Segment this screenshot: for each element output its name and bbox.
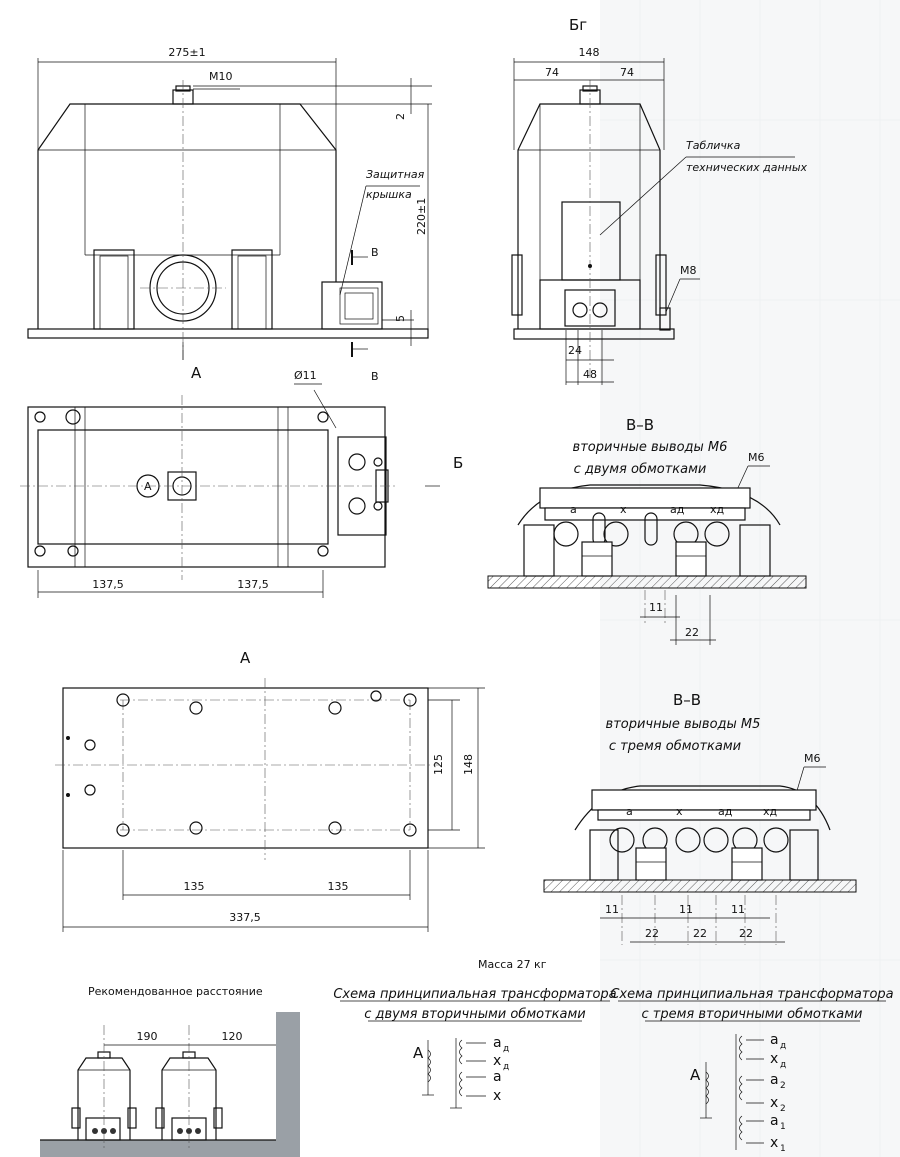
recommended-title: Рекомендованное расстояние (88, 985, 263, 998)
mass-label: Масса 27 кг (478, 958, 547, 971)
schema1-label-3-base: x (493, 1088, 501, 1104)
section2-term-0: а (626, 805, 633, 818)
section2-term-3: хд (763, 805, 778, 818)
dim-top-right: 137,5 (237, 578, 269, 591)
dim-front-height: 220±1 (415, 198, 428, 235)
schema2-label-4-sub: 1 (780, 1122, 786, 1132)
section2-line2: с тремя обмотками (609, 739, 741, 754)
callout-cover-2: крышка (366, 188, 412, 201)
schema1-line1: Схема принципиальная трансформатора (333, 987, 616, 1002)
schema2-label-0-sub: д (780, 1041, 786, 1051)
dim-rec-190: 190 (137, 1030, 158, 1043)
dim-sec2-22c: 22 (739, 927, 753, 940)
arrow-b-label: Б (453, 454, 463, 472)
dim-side-right: 74 (620, 66, 634, 79)
dim-rec-120: 120 (222, 1030, 243, 1043)
schema2-label-4-base: a (770, 1113, 779, 1129)
section1-term-0: а (570, 503, 577, 516)
section1-term-3: хд (710, 503, 725, 516)
dim-side-left: 74 (545, 66, 559, 79)
recommended-distance: Рекомендованное расстояние 190 120 (40, 985, 300, 1157)
front-view: 275±1 M10 2 220±1 5 Защитная крышка В В … (27, 46, 432, 383)
dim-front-width: 275±1 (168, 46, 205, 59)
dim-front-gap: 2 (394, 113, 407, 120)
schema2-label-5-sub: 1 (780, 1144, 786, 1154)
dim-sec2-22b: 22 (693, 927, 707, 940)
callout-plate-1: Табличка (686, 139, 741, 152)
dim-side-width: 148 (579, 46, 600, 59)
schema1-label-1-base: x (493, 1053, 501, 1069)
dim-sec2-11c: 11 (731, 903, 745, 916)
schema2-label-0-base: a (770, 1032, 779, 1048)
circle-a-label: А (144, 480, 152, 493)
schema2-line1: Схема принципиальная трансформатора (610, 987, 893, 1002)
section1-line1: вторичные выводы М6 (573, 440, 728, 455)
dim-sec1-22: 22 (685, 626, 699, 639)
schema2-label-5-base: x (770, 1135, 778, 1151)
dim-bottom-right: 135 (328, 880, 349, 893)
bottom-view: А 125 148 135 135 33 (55, 649, 485, 932)
section2-term-1: х (676, 805, 683, 818)
callout-cover-1: Защитная (366, 168, 425, 181)
side-view: Бг 148 74 74 Табличка технических данных… (511, 16, 808, 385)
section2-term-2: ад (718, 805, 733, 818)
dim-sec2-11a: 11 (605, 903, 619, 916)
section1-line2: с двумя обмотками (574, 462, 707, 477)
dim-bottom-148: 148 (462, 754, 475, 775)
view-a-label: А (240, 649, 251, 667)
schema1-label-2-base: a (493, 1069, 502, 1085)
schema2-label-1-sub: д (780, 1060, 786, 1070)
dim-side-bolt: M8 (680, 264, 697, 277)
schema2-label-1-base: x (770, 1051, 778, 1067)
schema1-line2: с двумя вторичными обмотками (364, 1007, 585, 1022)
schema1-label-0-base: a (493, 1035, 502, 1051)
schema2-label-2-base: a (770, 1072, 779, 1088)
schema2-line2: с тремя вторичными обмотками (642, 1007, 863, 1022)
schema1-label-1-sub: д (503, 1062, 509, 1072)
arrow-a-label: А (191, 364, 202, 382)
top-view: А Ø11 Б 137,5 137,5 (20, 369, 463, 598)
dim-sec2-11b: 11 (679, 903, 693, 916)
section1-term-2: ад (670, 503, 685, 516)
dim-front-bolt: M10 (209, 70, 233, 83)
section-mark-top: В (371, 246, 379, 259)
section1-term-1: х (620, 503, 627, 516)
dim-bottom-total: 337,5 (229, 911, 261, 924)
dim-sec1-11: 11 (649, 601, 663, 614)
dim-bottom-125: 125 (432, 754, 445, 775)
view-b-label: Бг (569, 16, 587, 34)
schema1-primary: А (413, 1044, 424, 1062)
dim-top-left: 137,5 (92, 578, 124, 591)
dim-side-24: 24 (568, 344, 582, 357)
section2-title: В–В (673, 691, 701, 709)
dim-side-48: 48 (583, 368, 597, 381)
section-2: В–В вторичные выводы М5 с тремя обмоткам… (543, 691, 857, 945)
schema1-label-0-sub: д (503, 1044, 509, 1054)
section-mark-bottom: В (371, 370, 379, 383)
schema-two-windings: Схема принципиальная трансформатора с дв… (333, 987, 617, 1109)
schema2-label-3-base: x (770, 1095, 778, 1111)
section2-bolt: М6 (804, 752, 821, 765)
dim-sec2-22a: 22 (645, 927, 659, 940)
schema2-label-3-sub: 2 (780, 1104, 786, 1114)
dim-top-hole: Ø11 (294, 369, 317, 382)
dim-bottom-left: 135 (184, 880, 205, 893)
section2-line1: вторичные выводы М5 (606, 717, 761, 732)
callout-plate-2: технических данных (686, 161, 808, 174)
section1-bolt: М6 (748, 451, 765, 464)
schema-three-windings: Схема принципиальная трансформатора с тр… (610, 987, 893, 1154)
dim-front-5: 5 (394, 315, 407, 322)
schema2-primary: А (690, 1066, 701, 1084)
section1-title: В–В (626, 416, 654, 434)
section-1: В–В вторичные выводы М6 с двумя обмоткам… (487, 416, 807, 645)
schema2-label-2-sub: 2 (780, 1081, 786, 1091)
